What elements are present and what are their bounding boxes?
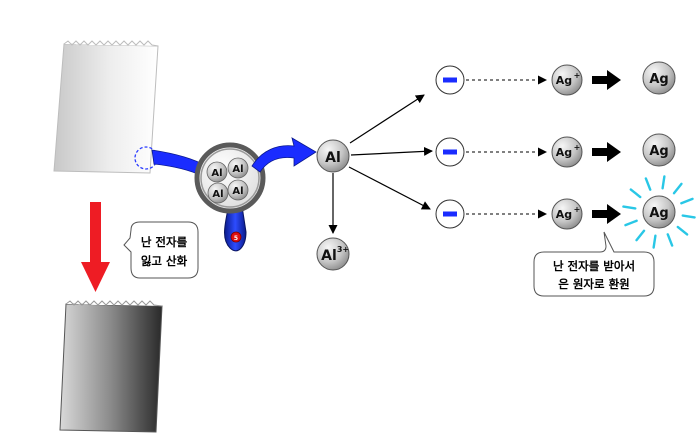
ag-ion-label: Ag (556, 146, 572, 159)
block-arrow (592, 142, 621, 162)
ag-ion-charge: + (574, 205, 581, 214)
ag-atom-label: Ag (649, 144, 668, 159)
lens-al-label: Al (212, 189, 223, 200)
glow-ray (666, 233, 674, 247)
ag-ion-charge: + (574, 143, 581, 152)
al-ion: Al 3+ (316, 237, 350, 271)
ag-atom: Ag (642, 195, 676, 229)
glow-icon (622, 175, 696, 249)
plate-bottom-torn-edge (65, 300, 163, 307)
arrow-al-to-electron-2 (350, 146, 433, 156)
lens-al-atom: Al (206, 161, 228, 183)
oxidation-red-arrow (81, 202, 110, 292)
arrow-al-to-electron-1 (349, 94, 425, 144)
al-ion-charge: 3+ (337, 245, 349, 254)
callout-oxidation-line2: 잃고 산화 (141, 254, 188, 268)
electron-icon (435, 199, 465, 229)
glow-ray (676, 225, 689, 236)
ag-ion-label: Ag (556, 208, 572, 221)
glow-ray (629, 188, 642, 199)
al-ion-label: Al (321, 248, 337, 264)
block-arrow (592, 204, 621, 224)
lens-al-label: Al (232, 186, 243, 197)
lens-al-label: Al (211, 168, 222, 179)
svg-text:5: 5 (234, 235, 238, 242)
glow-ray (652, 234, 657, 249)
lens-al-atom: Al (207, 182, 229, 204)
ag-ion: Ag+ (551, 136, 583, 168)
glow-ray (680, 197, 694, 205)
electron-icon (435, 137, 465, 167)
callout-oxidation-line1: 난 전자를 (141, 235, 188, 249)
ag-ion-label: Ag (556, 74, 572, 87)
callout-reduction-line2: 은 원자로 환원 (558, 277, 630, 291)
lens-al-label: Al (232, 164, 243, 175)
aluminum-plate-top (53, 43, 159, 174)
blue-arrow-lens-to-al (251, 137, 317, 173)
reduction-row: Ag+Ag (435, 195, 676, 230)
lens-al-atom: Al (227, 157, 249, 179)
ag-ion: Ag+ (551, 64, 583, 96)
glow-ray (672, 182, 683, 195)
callout-reduction-line1: 난 전자를 받아서 (553, 259, 635, 273)
block-arrow (592, 70, 621, 90)
ag-atom: Ag (642, 61, 676, 95)
aluminum-plate-bottom (59, 303, 163, 433)
plate-top-torn-edge (63, 40, 159, 47)
ag-atom-label: Ag (649, 206, 668, 221)
glow-ray (681, 214, 696, 219)
reduction-row: Ag+Ag (435, 61, 676, 96)
al-atom: Al (316, 139, 350, 173)
arrow-al-to-electron-3 (348, 166, 431, 210)
callout-reduction: 난 전자를 받아서 은 원자로 환원 (533, 231, 655, 297)
al-atom-label: Al (325, 150, 341, 166)
ag-atom-label: Ag (649, 72, 668, 87)
glow-ray (624, 219, 638, 227)
glow-ray (644, 177, 652, 191)
lens-al-atom: Al (227, 179, 249, 201)
glow-ray (635, 229, 646, 242)
electron-icon (435, 65, 465, 95)
callout-oxidation: 난 전자를 잃고 산화 (123, 221, 199, 279)
ag-atom: Ag (642, 133, 676, 167)
glow-ray (661, 175, 666, 190)
ag-ion-charge: + (574, 71, 581, 80)
reduction-row: Ag+Ag (435, 133, 676, 168)
ag-ion: Ag+ (551, 198, 583, 230)
glow-ray (622, 205, 637, 210)
